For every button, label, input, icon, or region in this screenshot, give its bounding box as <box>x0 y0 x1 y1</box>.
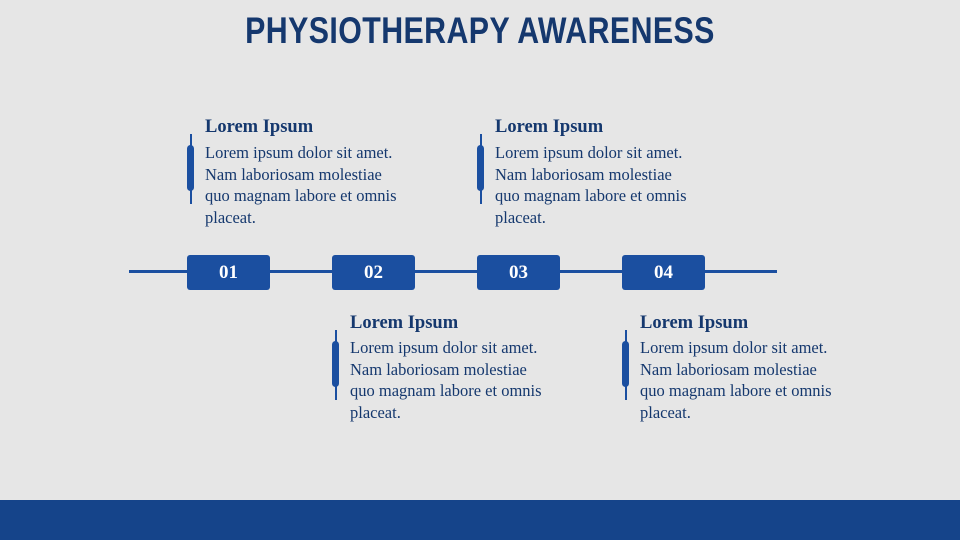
timeline-line <box>129 270 777 273</box>
card-heading: Lorem Ipsum <box>495 117 604 137</box>
card-text: Lorem ipsum dolor sit amet. Nam laborios… <box>350 338 542 423</box>
page-title: PHYSIOTHERAPY AWARENESS <box>245 10 715 51</box>
card-text: Lorem ipsum dolor sit amet. Nam laborios… <box>640 338 832 423</box>
step-badge-03: 03 <box>477 255 560 290</box>
card-text: Lorem ipsum dolor sit amet. Nam laborios… <box>205 143 397 228</box>
footer-band <box>0 500 960 540</box>
step-badge-04: 04 <box>622 255 705 290</box>
card-heading: Lorem Ipsum <box>640 313 749 333</box>
card-text: Lorem ipsum dolor sit amet. Nam laborios… <box>495 143 687 228</box>
step-badge-01: 01 <box>187 255 270 290</box>
card-heading: Lorem Ipsum <box>205 117 314 137</box>
card-heading: Lorem Ipsum <box>350 313 459 333</box>
step-badge-02: 02 <box>332 255 415 290</box>
